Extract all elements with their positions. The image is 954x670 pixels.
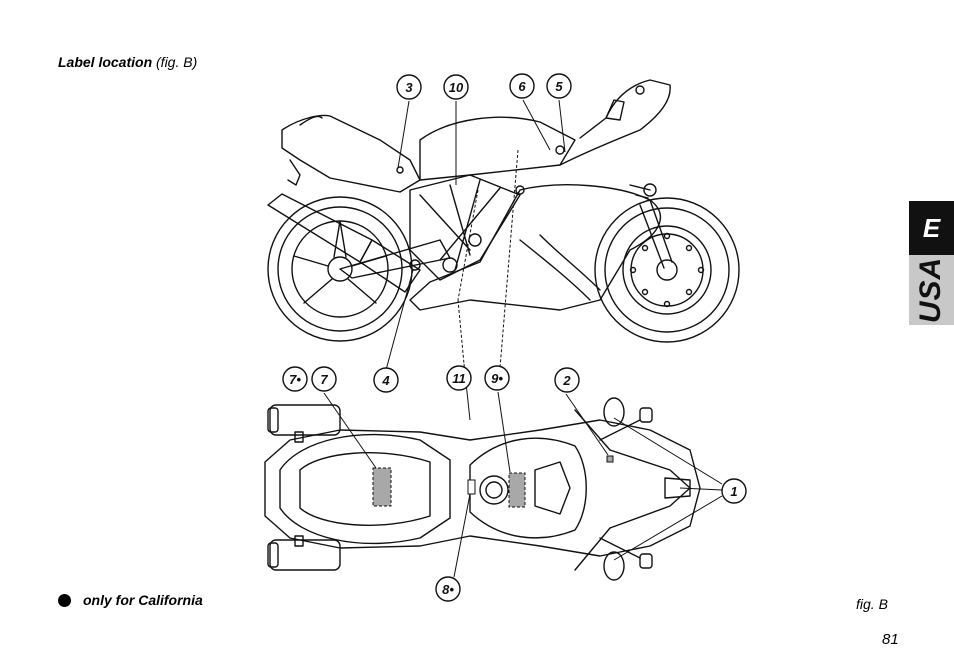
figure-caption: fig. B: [856, 596, 888, 612]
region-label: USA: [914, 256, 948, 324]
exhaust: [267, 193, 373, 263]
footnote: only for California: [58, 592, 203, 608]
callout-7-dot: 7•: [289, 372, 301, 387]
callout-4: 4: [381, 373, 390, 388]
fuel-tank: [419, 116, 576, 181]
heading-figref: (fig. B): [156, 54, 198, 70]
callout-3: 3: [405, 80, 413, 95]
callout-6: 6: [518, 79, 526, 94]
label-patches: [372, 455, 614, 508]
footnote-text: only for California: [83, 592, 203, 608]
section-heading: Label location (fig. B): [58, 54, 197, 70]
callout-9-dot: 9•: [491, 371, 503, 386]
page-number: 81: [882, 631, 899, 648]
callout-1: 1: [730, 484, 737, 499]
top-view-body: [264, 419, 701, 557]
top-view-exhausts: [267, 404, 341, 571]
fairing: [559, 79, 671, 166]
bullet-dot-icon: [58, 593, 71, 607]
language-tab: E USA: [909, 201, 954, 325]
front-wheel: [594, 197, 740, 343]
leader-lines: [323, 99, 723, 578]
callout-5: 5: [555, 79, 563, 94]
callout-8-dot: 8•: [442, 582, 454, 597]
callout-2: 2: [562, 373, 571, 388]
callout-11: 11: [452, 371, 466, 386]
tail-section: [281, 114, 421, 193]
callout-circles: [282, 73, 747, 602]
heading-title: Label location: [58, 54, 153, 70]
callout-7: 7: [320, 372, 328, 387]
callout-10: 10: [449, 80, 464, 95]
language-letter: E: [909, 201, 954, 255]
region-label-box: USA: [909, 255, 954, 325]
